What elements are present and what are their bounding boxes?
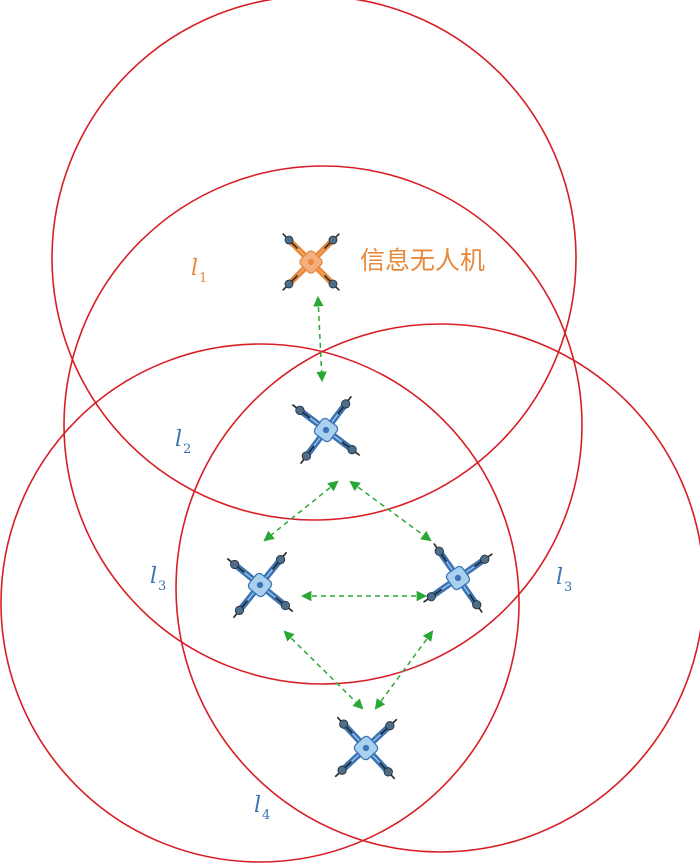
coverage-ring-right bbox=[175, 323, 700, 853]
layer-label-l3-left: l3 bbox=[150, 564, 167, 594]
communication-links bbox=[263, 295, 434, 710]
info-uav-quadcopter-icon bbox=[282, 233, 340, 291]
info-uav-label: 信息无人机 bbox=[360, 246, 486, 275]
uav-l2-quadcopter-icon bbox=[292, 396, 360, 464]
uav-l3-left-quadcopter-icon bbox=[226, 551, 294, 619]
uav-l3-right-quadcopter-icon bbox=[423, 543, 493, 613]
drones bbox=[226, 233, 493, 780]
coverage-ring-left bbox=[0, 343, 520, 863]
layer-label-l3-right: l3 bbox=[556, 565, 573, 595]
link-l3-left-to-l4 bbox=[283, 630, 364, 710]
layer-label-l2: l2 bbox=[175, 427, 192, 457]
layer-label-l1: l1 bbox=[191, 256, 208, 286]
layer-label-l4: l4 bbox=[254, 793, 271, 823]
link-l3-right-to-l4 bbox=[374, 630, 434, 710]
link-info-to-l2 bbox=[313, 295, 327, 383]
uav-l4-quadcopter-icon bbox=[334, 716, 398, 780]
link-l2-to-l3-right bbox=[349, 480, 432, 542]
link-l2-to-l3-left bbox=[263, 480, 339, 542]
